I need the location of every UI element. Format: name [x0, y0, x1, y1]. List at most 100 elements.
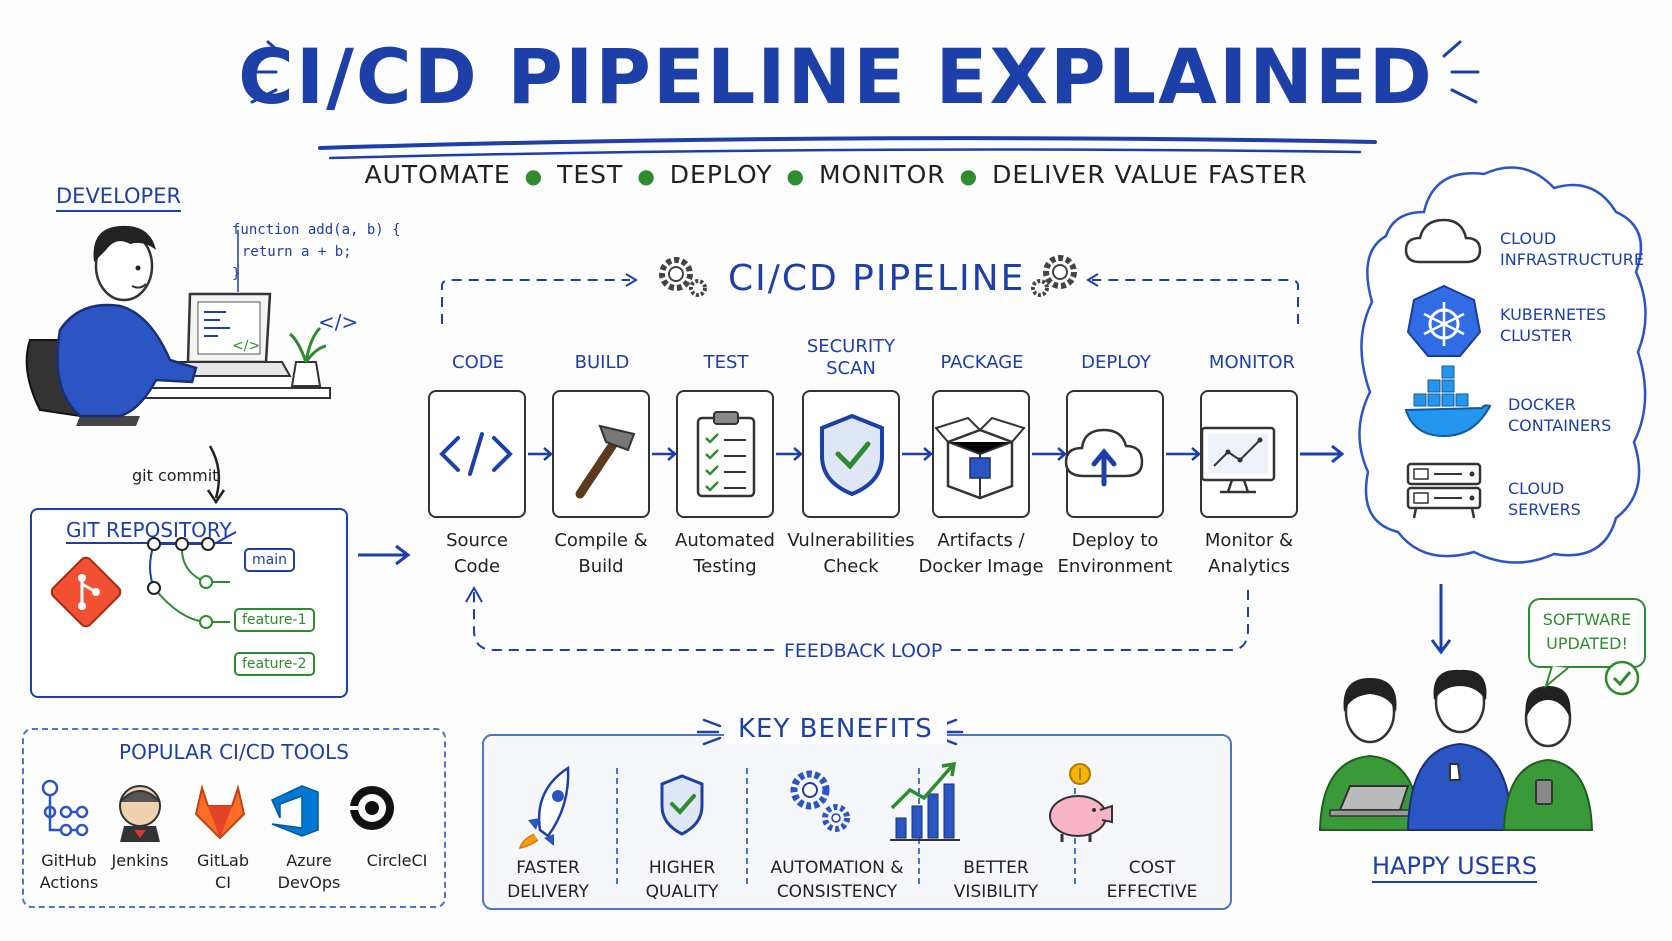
commit-arrow-icon	[206, 445, 226, 505]
pipeline-title: CI/CD PIPELINE	[728, 258, 1026, 299]
subtitle-test: TEST	[557, 160, 624, 189]
benefit-separator	[616, 768, 618, 884]
cloud-upload-icon	[1064, 428, 1144, 487]
happy-users-illustration	[1318, 669, 1594, 831]
bar-chart-icon	[890, 761, 960, 841]
code-tag-icon: </>	[318, 310, 359, 334]
pipeline-loop-lines	[441, 273, 1299, 651]
stage-label-test: TEST	[703, 352, 749, 373]
developer-illustration: </>	[25, 225, 331, 426]
git-commit-label: git commit	[132, 466, 219, 485]
benefit-icons	[518, 761, 1113, 849]
stage-label-build: BUILD	[574, 352, 630, 373]
subtitle: AUTOMATE ● TEST ● DEPLOY ● MONITOR ● DELIVER VAL…	[0, 160, 1672, 189]
gear-icon	[1031, 255, 1077, 297]
checkmark-icon	[1604, 660, 1640, 696]
tool-icons	[41, 779, 394, 842]
benefits-title: KEY BENEFITS	[724, 714, 947, 744]
jenkins-icon	[119, 785, 161, 842]
stage-label-monitor: MONITOR	[1208, 352, 1296, 373]
hammer-icon	[575, 424, 636, 499]
benefit-separator	[746, 768, 748, 884]
box-icon	[934, 416, 1026, 500]
github-actions-icon	[41, 779, 89, 837]
svg-text:</>: </>	[232, 338, 260, 354]
code-snippet-line: return a + b;	[242, 244, 352, 260]
stage-label-deploy: DEPLOY	[1081, 352, 1151, 373]
subtitle-automate: AUTOMATE	[364, 160, 511, 189]
benefit-label-automation: AUTOMATION &CONSISTENCY	[770, 858, 904, 902]
tool-label-circleci: CircleCI	[366, 851, 428, 870]
feedback-loop-label: FEEDBACK LOOP	[776, 640, 951, 662]
dot-icon: ●	[959, 164, 979, 188]
rocket-icon	[518, 765, 570, 849]
shield-check-icon	[820, 413, 884, 497]
dot-icon: ●	[786, 164, 805, 188]
branch-feature-2: feature-2	[234, 652, 315, 676]
bubble-line: SOFTWARE	[1542, 610, 1632, 629]
circleci-icon	[350, 786, 394, 830]
shield-check-icon	[660, 774, 704, 836]
cloud-outline	[1358, 166, 1647, 564]
bubble-decorations	[1544, 660, 1640, 696]
software-updated-bubble: SOFTWARE UPDATED!	[1528, 598, 1646, 668]
code-snippet-line: function add(a, b) {	[232, 222, 401, 238]
stage-desc-monitor: Monitor &Analytics	[1204, 530, 1294, 577]
cloud-icons	[1404, 218, 1492, 519]
dot-icon: ●	[524, 164, 544, 188]
monitor-chart-icon	[1200, 426, 1276, 494]
tool-label-jenkins: Jenkins	[111, 851, 169, 870]
kubernetes-icon	[1406, 284, 1482, 357]
happy-users-label: HAPPY USERS	[1372, 852, 1538, 883]
stage-label-security: SECURITY SCAN	[806, 336, 896, 379]
stage-desc-build: Compile &Build	[554, 530, 648, 577]
piggy-bank-icon	[1049, 763, 1113, 842]
clipboard-check-icon	[696, 411, 756, 498]
gear-icon	[659, 257, 707, 297]
developer-label: DEVELOPER	[56, 184, 182, 212]
repo-to-pipeline-arrow-icon	[358, 544, 411, 566]
stage-box-build	[552, 390, 650, 518]
subtitle-deploy: DEPLOY	[669, 160, 773, 189]
azure-devops-icon	[271, 785, 319, 837]
branch-feature-1: feature-1	[234, 608, 315, 632]
bubble-line: UPDATED!	[1546, 634, 1628, 653]
cloud-to-users-arrow-icon	[1430, 584, 1452, 655]
tools-title: POPULAR CI/CD TOOLS	[119, 740, 349, 764]
git-logo-icon	[50, 556, 122, 628]
code-snippet-line: }	[232, 266, 241, 282]
stage-icons	[439, 411, 1345, 500]
cloud-icon	[1404, 218, 1482, 264]
stage-label-package: PACKAGE	[940, 352, 1024, 373]
server-icon	[1406, 462, 1482, 519]
git-graph	[50, 531, 237, 629]
dot-icon: ●	[637, 164, 656, 188]
title-decorations	[248, 40, 1480, 160]
tools-box	[22, 728, 446, 908]
docker-icon	[1404, 365, 1492, 438]
branch-main: main	[244, 548, 295, 572]
gitlab-icon	[194, 784, 246, 840]
stage-desc-package: Artifacts /Docker Image	[918, 530, 1044, 577]
stage-arrows	[528, 444, 1345, 464]
gears-icon	[790, 770, 850, 832]
subtitle-monitor: MONITOR	[818, 160, 946, 189]
code-icon	[439, 432, 513, 476]
subtitle-deliver: DELIVER VALUE FASTER	[992, 160, 1308, 189]
stage-label-code: CODE	[452, 352, 504, 373]
page-title: CI/CD PIPELINE EXPLAINED	[238, 32, 1434, 121]
